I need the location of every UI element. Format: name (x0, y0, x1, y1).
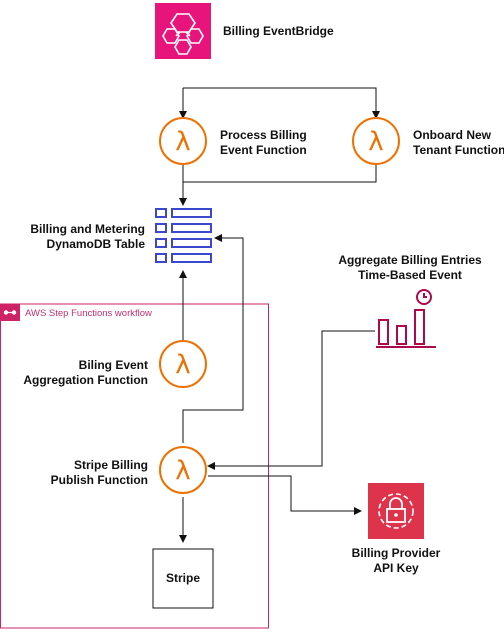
connector-publish-to-table (182, 234, 244, 443)
eventbridge-icon (155, 3, 211, 59)
svg-text:λ: λ (175, 350, 190, 380)
lambda-icon: λ (352, 117, 400, 165)
stripe-publish-function-label: Stripe Billing Publish Function (50, 458, 148, 487)
process-billing-label: Process Billing Event Function (220, 128, 307, 157)
aggregation-function-label: Biling Event Aggregation Function (23, 358, 148, 387)
stripe-label: Stripe (165, 571, 200, 585)
secrets-manager-icon (368, 483, 424, 539)
step-functions-group-label: AWS Step Functions workflow (25, 308, 152, 319)
connector-eventbridge-to-onboard (183, 87, 380, 119)
connector-time-event-to-publish (207, 330, 375, 470)
dynamodb-table-icon (155, 208, 212, 263)
dynamodb-table-label: Billing and Metering DynamoDB Table (30, 222, 145, 251)
svg-text:λ: λ (368, 127, 383, 157)
step-functions-icon (0, 304, 20, 321)
svg-text:λ: λ (175, 456, 190, 486)
eventbridge-label: Billing EventBridge (223, 24, 334, 38)
time-event-label: Aggregate Billing Entries Time-Based Eve… (338, 253, 482, 282)
lambda-icon: λ (159, 117, 207, 165)
onboard-tenant-label: Onboard New Tenant Function (413, 128, 504, 157)
api-key-label: Billing Provider API Key (351, 546, 441, 575)
lambda-icon: λ (159, 340, 207, 388)
svg-text:λ: λ (175, 127, 190, 157)
stripe-box (152, 548, 214, 609)
lambda-icon: λ (159, 446, 207, 494)
connector-onboard-to-table (183, 163, 377, 183)
connector-publish-to-api-key (208, 475, 362, 515)
cloudwatch-event-time-icon (376, 289, 436, 348)
